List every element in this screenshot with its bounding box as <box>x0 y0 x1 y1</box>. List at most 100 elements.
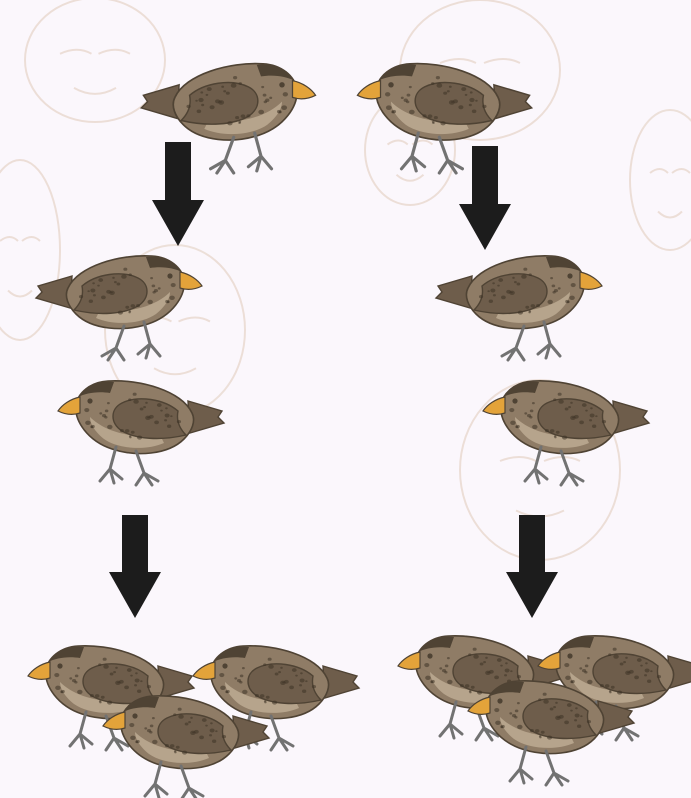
speckle <box>443 92 447 95</box>
speckle <box>131 304 135 308</box>
speckle <box>242 667 245 669</box>
speckle <box>105 409 109 412</box>
speckle <box>480 662 484 665</box>
speckle <box>442 669 446 672</box>
speckle <box>468 653 471 656</box>
speckle <box>558 399 563 403</box>
speckle <box>613 648 617 651</box>
speckle <box>535 729 539 733</box>
speckle <box>165 407 168 409</box>
speckle <box>226 92 230 95</box>
speckle <box>475 100 478 102</box>
speckle <box>582 403 587 407</box>
speckle <box>199 735 204 739</box>
speckle <box>300 678 305 682</box>
speckle <box>554 436 556 438</box>
speckle <box>518 311 523 315</box>
speckle <box>154 420 159 424</box>
speckle <box>143 406 146 408</box>
speckle <box>589 419 592 421</box>
speckle <box>529 273 532 276</box>
speckle <box>437 83 443 88</box>
speckle <box>278 671 281 673</box>
speckle <box>487 290 489 292</box>
speckle <box>570 710 573 712</box>
speckle <box>489 670 494 674</box>
speckle <box>523 268 527 271</box>
speckle <box>242 690 247 694</box>
speckle <box>570 402 573 404</box>
speckle <box>647 680 651 683</box>
speckle <box>532 425 537 429</box>
speckle <box>225 691 228 693</box>
speckle <box>550 277 553 279</box>
speckle <box>645 668 650 672</box>
speckle <box>404 98 408 101</box>
speckle <box>178 714 183 718</box>
speckle <box>150 724 154 727</box>
speckle <box>77 690 82 694</box>
speckle <box>312 685 316 688</box>
speckle <box>127 668 132 672</box>
speckle <box>97 285 100 287</box>
speckle <box>558 393 562 396</box>
speckle <box>129 273 132 276</box>
speckle <box>77 667 80 669</box>
speckle <box>98 278 103 282</box>
speckle <box>482 105 486 108</box>
speckle <box>137 436 142 440</box>
speckle <box>113 671 116 673</box>
speckle <box>640 665 643 667</box>
speckle <box>587 720 591 723</box>
speckle <box>479 295 483 298</box>
speckle <box>465 94 468 96</box>
speckle <box>279 111 282 113</box>
speckle <box>409 86 412 88</box>
speckle <box>164 419 167 421</box>
speckle <box>206 94 209 96</box>
speckle <box>125 306 129 309</box>
speckle <box>645 662 648 664</box>
speckle <box>90 694 94 697</box>
speckle <box>385 92 390 96</box>
speckle <box>150 277 153 279</box>
speckle <box>266 696 270 699</box>
speckle <box>219 673 224 677</box>
speckle <box>114 281 117 283</box>
speckle <box>447 657 450 659</box>
speckle <box>434 116 438 119</box>
speckle <box>425 676 430 680</box>
speckle <box>505 662 508 664</box>
speckle <box>269 97 272 99</box>
speckle <box>555 702 558 704</box>
speckle <box>470 91 473 93</box>
speckle <box>147 685 151 688</box>
speckle <box>275 672 279 675</box>
speckle <box>265 98 269 101</box>
speckle <box>125 429 129 433</box>
speckle <box>136 304 140 307</box>
speckle <box>611 686 615 689</box>
speckle <box>569 296 574 300</box>
speckle <box>60 691 63 693</box>
speckle <box>177 420 181 423</box>
speckle <box>527 414 531 417</box>
speckle <box>302 690 306 693</box>
speckle <box>532 402 535 404</box>
speckle <box>495 721 500 725</box>
speckle <box>201 104 204 106</box>
speckle <box>517 702 520 704</box>
speckle <box>95 694 99 698</box>
speckle <box>524 412 527 414</box>
speckle <box>135 678 140 682</box>
speckle <box>490 288 495 292</box>
speckle <box>272 701 277 705</box>
speckle <box>173 713 176 716</box>
speckle <box>554 289 558 292</box>
speckle <box>152 740 157 744</box>
speckle <box>130 736 135 740</box>
speckle <box>574 415 579 419</box>
speckle <box>449 86 452 88</box>
speckle <box>460 684 464 687</box>
speckle <box>492 282 495 284</box>
